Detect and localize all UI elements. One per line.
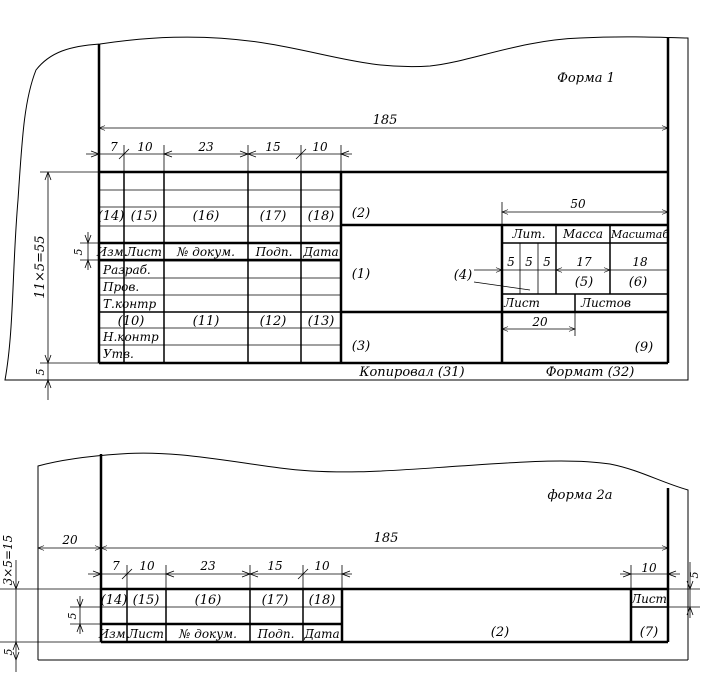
form-1-dim-18: 18 <box>632 255 648 269</box>
footer-copied: Копировал (31) <box>358 365 464 380</box>
header-doc: № докум. <box>176 245 235 259</box>
form-1-height-dims <box>40 171 99 400</box>
cell-15: (15) <box>131 209 158 224</box>
cell-16: (16) <box>193 209 220 224</box>
form-1-leader-4 <box>473 281 531 291</box>
cell-2: (2) <box>352 206 370 221</box>
form-2a-header-list: Лист <box>127 627 164 641</box>
cell-13: (13) <box>308 314 335 329</box>
form-1-dim-row5: 5 <box>72 249 85 256</box>
form-1-title: Форма 1 <box>557 71 615 86</box>
form-2a-cell-15: (15) <box>133 593 160 608</box>
form-2a-dim-185: 185 <box>374 531 399 546</box>
form-2a-height-dims <box>0 560 101 672</box>
row-nkontr: Н.контр <box>102 330 159 344</box>
cell-5: (5) <box>575 275 593 290</box>
form-1-dim-7: 7 <box>110 140 118 154</box>
form-1-sheet-outline <box>4 36 689 381</box>
cell-1: (1) <box>352 267 370 282</box>
form-1-dim-50: 50 <box>570 197 586 211</box>
header-masshtab: Масштаб <box>610 228 669 241</box>
form-2a-cell-2: (2) <box>491 625 509 640</box>
form-2a-dim-bottom5: 5 <box>2 649 15 656</box>
form-2a-cell-18: (18) <box>309 593 336 608</box>
cell-3: (3) <box>352 339 370 354</box>
form-2a-dim-row5: 5 <box>66 613 79 620</box>
form-2a-cell-16: (16) <box>195 593 222 608</box>
form-1-dim-lit-5a: 5 <box>507 255 515 269</box>
form-2a-dim-20: 20 <box>61 533 78 547</box>
form-1-dim-lit-5c: 5 <box>543 255 551 269</box>
form-2a-dim-5-right: 5 <box>688 572 701 579</box>
cell-14: (14) <box>98 209 125 224</box>
cell-12: (12) <box>260 314 287 329</box>
cell-11: (11) <box>193 314 220 329</box>
row-razrab: Разраб. <box>102 263 151 277</box>
form-1-dim-20: 20 <box>531 315 548 329</box>
header-izm: Изм. <box>96 245 128 259</box>
form-1-dim-bottom5: 5 <box>34 369 47 376</box>
header-lit: Лит. <box>512 227 546 241</box>
cell-6: (6) <box>629 275 647 290</box>
form-1-dim-23: 23 <box>197 140 214 154</box>
header-podp: Подп. <box>255 245 293 259</box>
form-2a-cell-7: (7) <box>640 625 658 640</box>
form-2a-dim-7: 7 <box>112 559 120 573</box>
header-date: Дата <box>302 245 338 259</box>
form-2a-header-podp: Подп. <box>257 627 295 641</box>
form-1-dim-17: 17 <box>576 255 592 269</box>
form-2a-dim-15: 15 <box>267 559 282 573</box>
form-2a-cell-17: (17) <box>262 593 289 608</box>
header-massa: Масса <box>562 227 603 241</box>
cell-4: (4) <box>454 268 472 283</box>
form-2a-sheet-outline <box>37 452 689 660</box>
form-1-dim-15: 15 <box>265 140 280 154</box>
footer-format: Формат (32) <box>546 365 635 380</box>
cell-18: (18) <box>308 209 335 224</box>
form-2a: 20 185 7 10 23 <box>0 452 701 672</box>
form-2a-title: форма 2а <box>547 488 612 503</box>
cell-10: (10) <box>118 314 145 329</box>
form-1-dim-height: 11×5=55 <box>33 235 48 298</box>
row-prov: Пров. <box>102 280 139 294</box>
cell-17: (17) <box>260 209 287 224</box>
form-2a-header-date: Дата <box>303 627 339 641</box>
form-1-column-dims <box>86 145 352 172</box>
row-utv: Утв. <box>103 347 134 361</box>
form-2a-cell-14: (14) <box>101 593 128 608</box>
form-2a-dim-10b: 10 <box>314 559 330 573</box>
form-2a-header-sheet: Лист <box>630 592 667 606</box>
form-2a-column-dims <box>88 562 700 618</box>
form-1-dim-10a: 10 <box>137 140 153 154</box>
cell-9: (9) <box>635 340 653 355</box>
row-tkontr: Т.контр <box>103 297 156 311</box>
form-2a-header-izm: Изм. <box>98 627 130 641</box>
form-2a-dim-height: 3×5=15 <box>1 535 15 586</box>
form-1: 185 7 10 23 15 10 50 <box>4 36 689 400</box>
form-2a-dim-10c: 10 <box>641 561 657 575</box>
form-2a-dim-10a: 10 <box>139 559 155 573</box>
header-sheet: Лист <box>503 296 540 310</box>
form-2a-header-doc: № докум. <box>178 627 237 641</box>
header-sheets: Листов <box>580 296 631 310</box>
header-list: Лист <box>125 245 162 259</box>
form-1-dim-10b: 10 <box>312 140 328 154</box>
form-2a-dim-23: 23 <box>199 559 216 573</box>
form-1-dim-185: 185 <box>373 113 398 128</box>
form-1-dim-lit-5b: 5 <box>525 255 533 269</box>
